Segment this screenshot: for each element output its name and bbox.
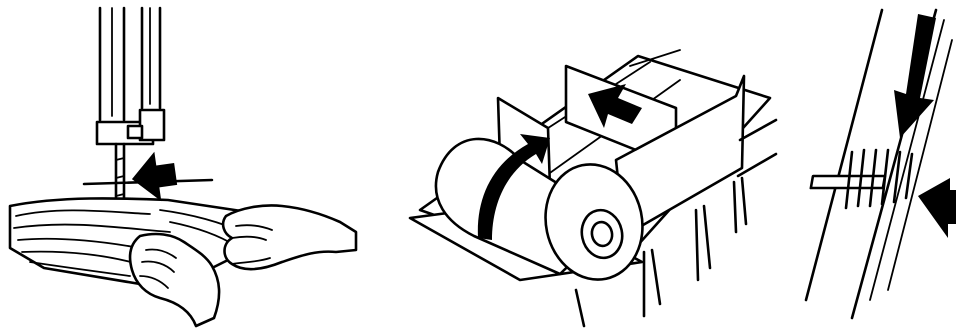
blade-closeup-panel (800, 0, 956, 328)
blade-closeup-illustration (804, 8, 956, 320)
saw-blade-strip (804, 8, 953, 320)
bandsaw-guide-posts (98, 6, 162, 122)
saw-teeth (809, 148, 914, 210)
rotation-arrow-icon (477, 134, 550, 240)
conveyor-panel (380, 0, 790, 328)
feed-pressure-icon (918, 178, 956, 238)
bandsaw-illustration (8, 6, 358, 328)
blade-guide-block (95, 108, 166, 146)
conveyor-illustration (408, 49, 778, 328)
bandsaw-panel (0, 0, 360, 328)
belt-direction-icon (588, 84, 642, 128)
feed-direction-icon (131, 151, 178, 202)
left-hand (128, 232, 221, 328)
conveyor-drum (544, 163, 644, 281)
right-hand (221, 204, 358, 271)
blade-direction-icon (894, 14, 936, 138)
conveyor-supports (574, 176, 748, 328)
